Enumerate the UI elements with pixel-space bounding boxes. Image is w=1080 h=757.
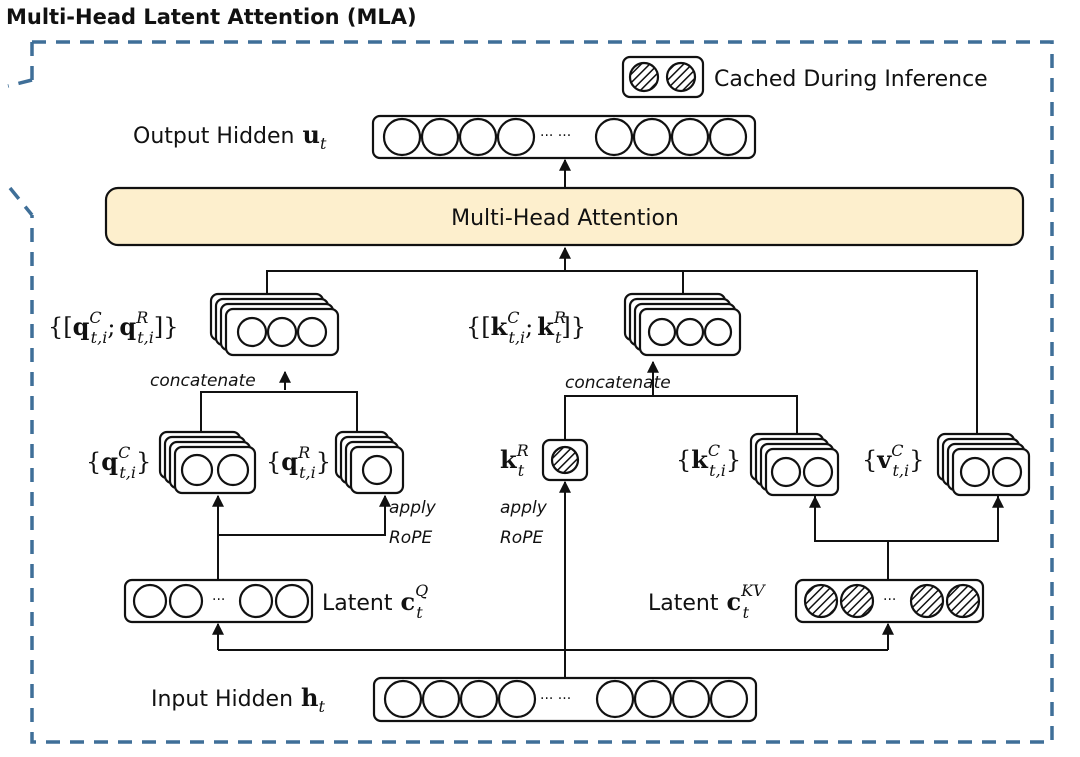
neuron-node [959, 456, 991, 488]
neuron-node [671, 679, 711, 719]
neuron-node [991, 456, 1023, 488]
value-compressed-stack [936, 432, 1031, 497]
neuron-node [675, 317, 705, 347]
key-concat-stack [623, 292, 742, 357]
apply-rope-q-line2: RoPE [389, 528, 432, 548]
neuron-node [459, 679, 499, 719]
concatenate-label-k: concatenate [565, 373, 671, 393]
query-concat-stack [209, 292, 340, 357]
neuron-node [296, 316, 328, 348]
hatched-circle-icon [628, 61, 660, 93]
neuron-node [632, 117, 672, 157]
apply-rope-k-line2: RoPE [500, 528, 543, 548]
input-hidden-nodes [383, 679, 749, 719]
latent-kv-ellipsis: ··· [883, 592, 896, 608]
input-hidden-wires [212, 480, 894, 678]
query-concat-wires [200, 391, 358, 432]
apply-rope-k-line1: apply [500, 498, 548, 518]
input-hidden-ellipsis: ··· ··· [540, 691, 571, 707]
neuron-node [497, 679, 537, 719]
neuron-node [802, 456, 834, 488]
legend-label: Cached During Inference [714, 67, 988, 92]
hatched-circle-icon [803, 583, 839, 619]
multi-head-attention-block: Multi-Head Attention [104, 186, 1025, 247]
neuron-node [703, 317, 733, 347]
neuron-node [633, 679, 673, 719]
neuron-node [383, 679, 423, 719]
neuron-node [670, 117, 710, 157]
legend: Cached During Inference [621, 55, 988, 99]
neuron-node [709, 679, 749, 719]
neuron-node [238, 583, 274, 619]
neuron-node [274, 583, 310, 619]
attention-label: Multi-Head Attention [451, 206, 679, 231]
latent-kv-wires [809, 495, 1004, 580]
hatched-circle-icon [665, 61, 697, 93]
query-rope-stack [334, 430, 405, 495]
key-compressed-stack [749, 432, 840, 497]
neuron-node [216, 453, 250, 487]
neuron-node [236, 316, 268, 348]
neuron-node [382, 117, 422, 157]
neuron-node [595, 679, 635, 719]
neuron-node [168, 583, 204, 619]
neuron-node [420, 117, 460, 157]
latent-q-wires [212, 494, 391, 582]
diagram-title: Multi-Head Latent Attention (MLA) [6, 5, 417, 29]
neuron-node [770, 456, 802, 488]
neuron-node [361, 454, 393, 486]
mla-dashed-border [7, 40, 1054, 744]
neuron-node [496, 117, 536, 157]
neuron-node [266, 316, 298, 348]
hatched-circle-icon [550, 445, 580, 475]
attention-input-bus [266, 246, 978, 434]
neuron-node [594, 117, 634, 157]
output-hidden-ellipsis: ··· ··· [540, 128, 571, 144]
neuron-node [458, 117, 498, 157]
neuron-node [180, 453, 214, 487]
attention-box [104, 186, 1025, 247]
neuron-node [647, 317, 677, 347]
hatched-circle-icon [839, 583, 875, 619]
hatched-circle-icon [945, 583, 981, 619]
latent-q-ellipsis: ··· [212, 592, 225, 608]
output-hidden-nodes [382, 117, 748, 157]
query-compressed-stack [158, 430, 257, 495]
key-concat-wires [564, 395, 798, 440]
hatched-circle-icon [909, 583, 945, 619]
apply-rope-q-line1: apply [389, 498, 437, 518]
neuron-node [708, 117, 748, 157]
neuron-node [421, 679, 461, 719]
concatenate-label-q: concatenate [150, 371, 256, 391]
neuron-node [132, 583, 168, 619]
